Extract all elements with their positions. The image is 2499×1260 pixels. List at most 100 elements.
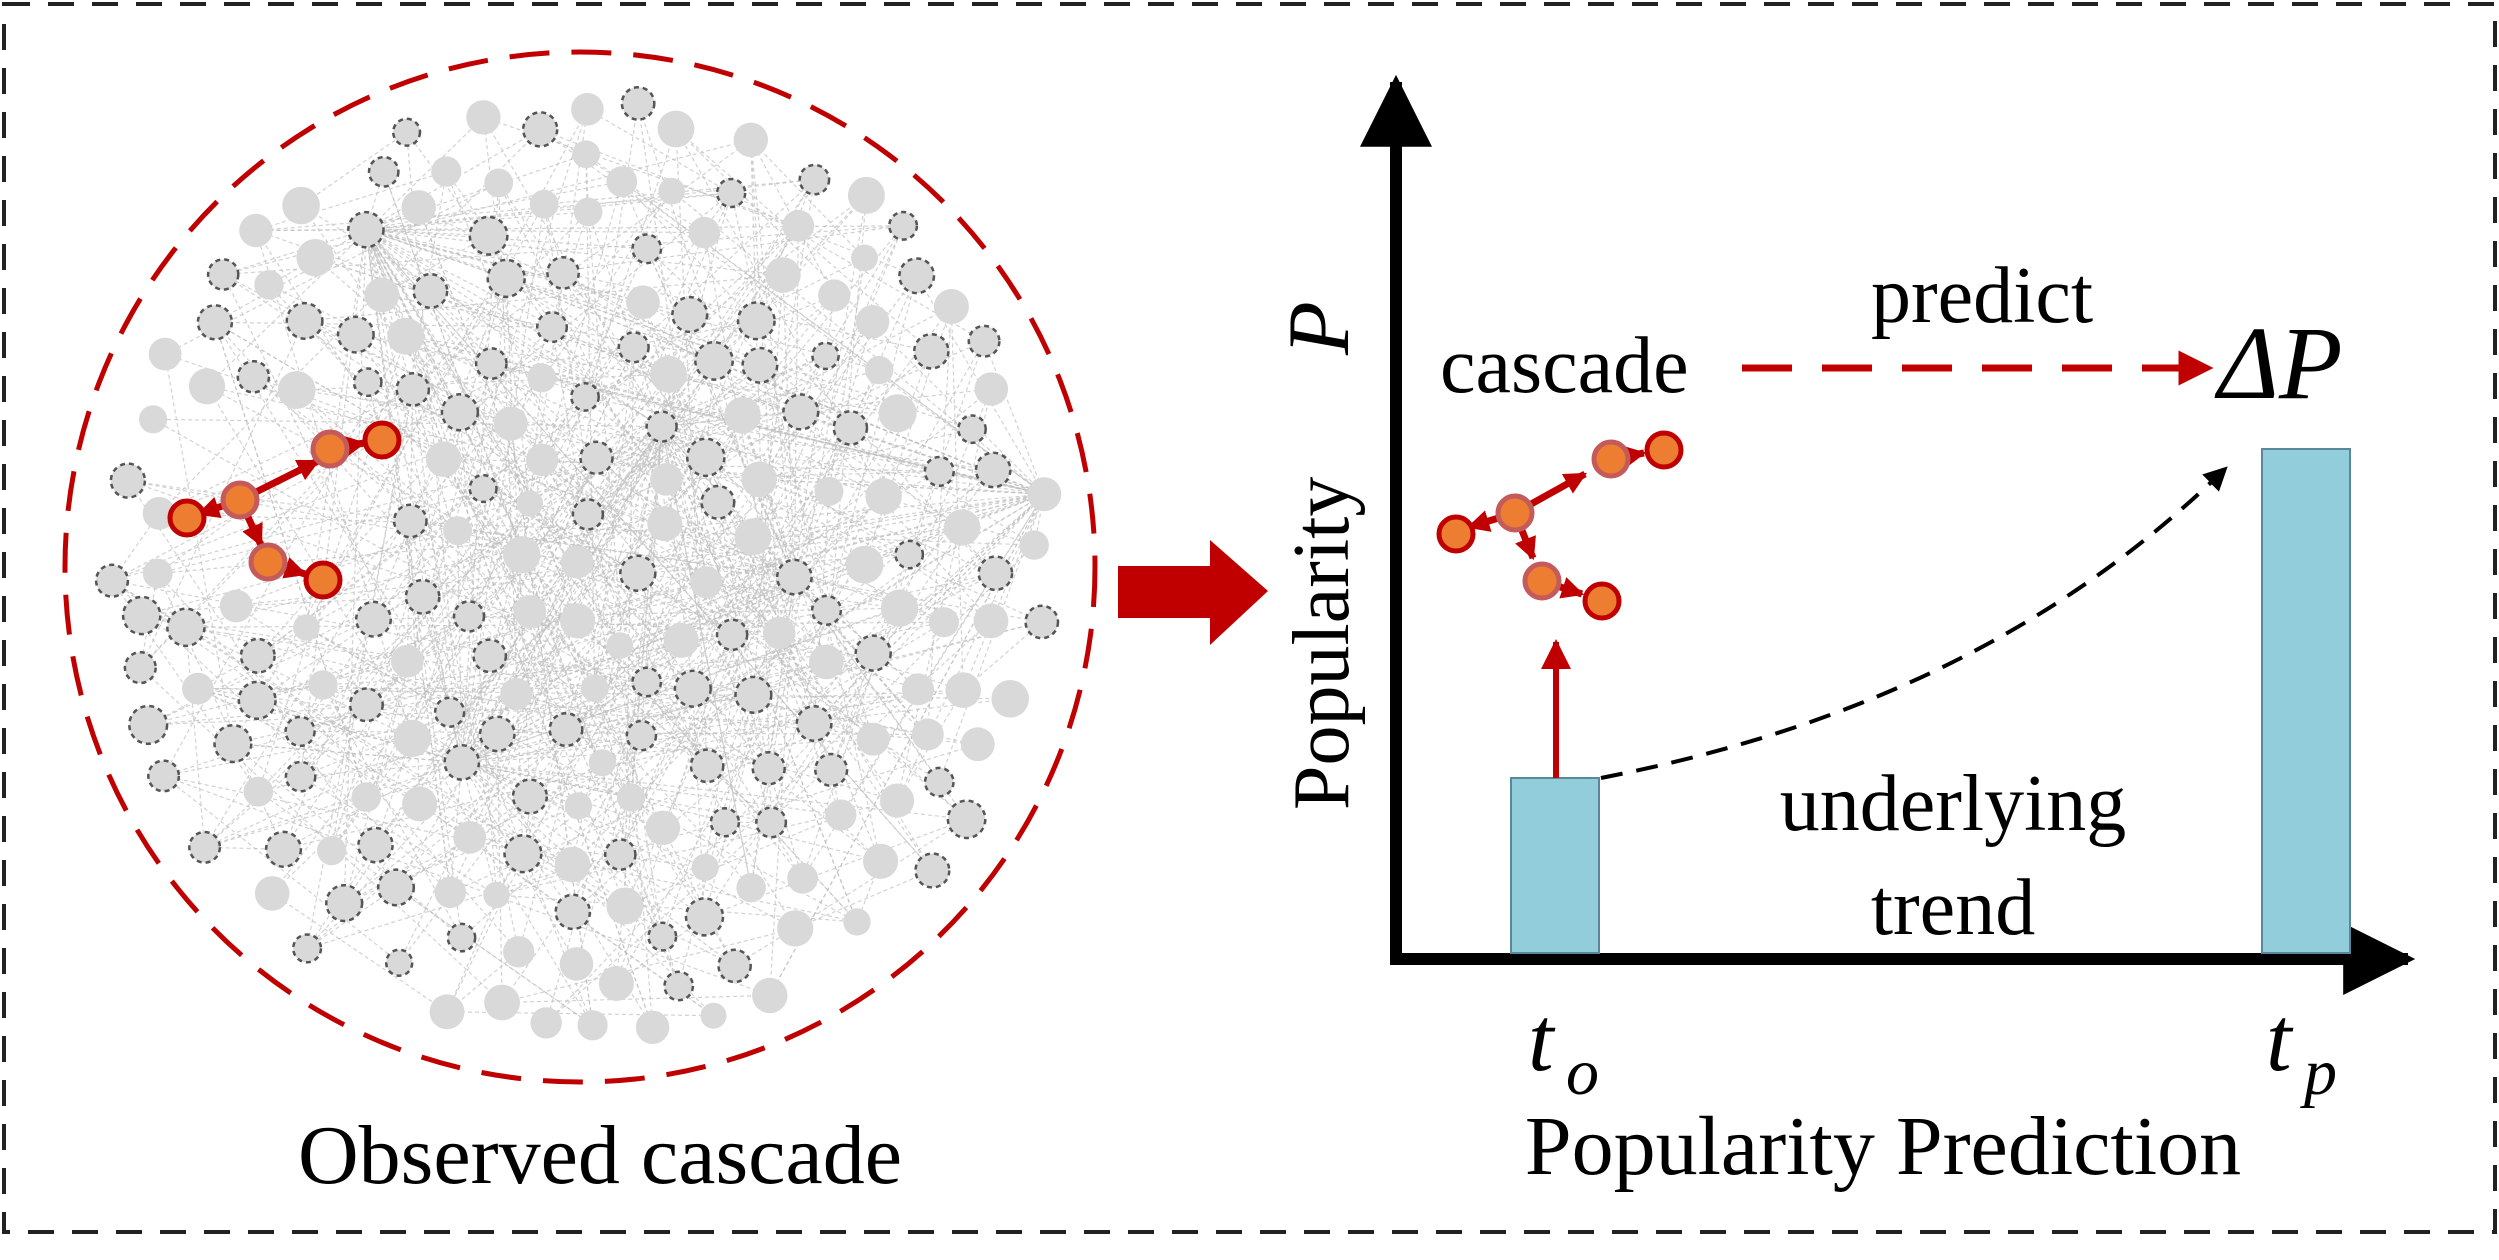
network-node bbox=[189, 832, 220, 863]
network-node bbox=[573, 499, 603, 529]
network-node bbox=[431, 156, 461, 186]
network-node bbox=[143, 559, 173, 589]
network-node bbox=[1026, 606, 1058, 638]
network-node bbox=[513, 595, 546, 628]
network-node bbox=[443, 516, 472, 545]
network-node bbox=[354, 369, 381, 396]
network-node bbox=[606, 166, 637, 197]
cascade-node bbox=[1498, 496, 1532, 530]
network-node bbox=[435, 698, 464, 727]
network-node bbox=[286, 717, 315, 746]
network-node bbox=[975, 372, 1009, 406]
network-node bbox=[282, 187, 320, 225]
network-node bbox=[574, 198, 603, 227]
cascade-node bbox=[1594, 442, 1628, 476]
network-node bbox=[547, 257, 578, 288]
cascade-node bbox=[365, 423, 399, 457]
network-node bbox=[719, 950, 751, 982]
network-node bbox=[736, 873, 765, 902]
network-node bbox=[1019, 530, 1048, 559]
network-node bbox=[430, 994, 465, 1029]
observed-popularity-bar bbox=[1511, 778, 1599, 953]
network-node bbox=[896, 541, 923, 568]
network-node bbox=[1027, 477, 1061, 511]
network-node bbox=[945, 672, 981, 708]
network-node bbox=[687, 439, 724, 476]
network-node bbox=[969, 326, 1000, 357]
cascade-node bbox=[1647, 433, 1681, 467]
network-node bbox=[500, 678, 532, 710]
network-node bbox=[571, 93, 604, 126]
network-node bbox=[530, 190, 559, 219]
network-node bbox=[560, 603, 595, 638]
network-node bbox=[435, 877, 466, 908]
network-node bbox=[843, 908, 870, 935]
network-node bbox=[738, 303, 775, 340]
network-node bbox=[664, 623, 699, 658]
network-node bbox=[695, 342, 732, 379]
network-node bbox=[480, 717, 514, 751]
t-predicted-tick-label: t p bbox=[2266, 988, 2337, 1109]
chart-cascade bbox=[1439, 433, 1681, 618]
network-node bbox=[881, 590, 918, 627]
network-node bbox=[426, 441, 462, 477]
network-node bbox=[606, 888, 643, 925]
network-node bbox=[241, 639, 275, 673]
network-nodes bbox=[96, 87, 1061, 1044]
network-node bbox=[406, 580, 439, 613]
network-edge bbox=[186, 627, 205, 847]
network-node bbox=[646, 811, 680, 845]
network-node bbox=[787, 863, 818, 894]
network-node bbox=[365, 278, 400, 313]
network-node bbox=[527, 363, 556, 392]
network-node bbox=[879, 394, 917, 432]
network-node bbox=[934, 289, 969, 324]
network-node bbox=[220, 590, 253, 623]
network-node bbox=[902, 673, 934, 705]
network-node bbox=[571, 383, 598, 410]
network-node bbox=[622, 87, 654, 119]
network-node bbox=[753, 752, 785, 784]
network-node bbox=[414, 274, 448, 308]
network-node bbox=[182, 673, 214, 705]
network-node bbox=[394, 505, 426, 537]
network-node bbox=[560, 947, 594, 981]
network-node bbox=[899, 259, 934, 294]
y-axis-title: Popularity P bbox=[1271, 301, 1368, 810]
network-node bbox=[356, 602, 391, 637]
network-node bbox=[658, 111, 695, 148]
network-node bbox=[488, 260, 525, 297]
network-node bbox=[386, 950, 412, 976]
network-node bbox=[848, 177, 885, 214]
network-node bbox=[815, 754, 847, 786]
network-node bbox=[350, 689, 383, 722]
network-node bbox=[297, 239, 334, 276]
network-node bbox=[513, 780, 547, 814]
network-node bbox=[474, 640, 506, 672]
network-node bbox=[717, 179, 745, 207]
cascade-node bbox=[170, 501, 204, 535]
network-node bbox=[589, 749, 616, 776]
network-node bbox=[198, 305, 232, 339]
network-node bbox=[293, 614, 320, 641]
network-node bbox=[857, 723, 890, 756]
network-node bbox=[777, 560, 811, 594]
network-node bbox=[470, 475, 497, 502]
network-node bbox=[880, 784, 914, 818]
network-node bbox=[255, 876, 290, 911]
network-node bbox=[581, 442, 613, 474]
network-node bbox=[961, 727, 995, 761]
network-node bbox=[636, 1011, 669, 1044]
network-node bbox=[442, 394, 478, 430]
network-node bbox=[834, 411, 867, 444]
network-node bbox=[578, 1010, 608, 1040]
network-node bbox=[503, 536, 540, 573]
network-node bbox=[293, 935, 321, 963]
network-node bbox=[658, 178, 685, 205]
network-node bbox=[812, 596, 841, 625]
network-node bbox=[914, 334, 948, 368]
network-node bbox=[633, 235, 662, 264]
network-node bbox=[711, 808, 739, 836]
trend-label-line1: underlying bbox=[1780, 760, 2127, 848]
network-node bbox=[125, 652, 156, 683]
